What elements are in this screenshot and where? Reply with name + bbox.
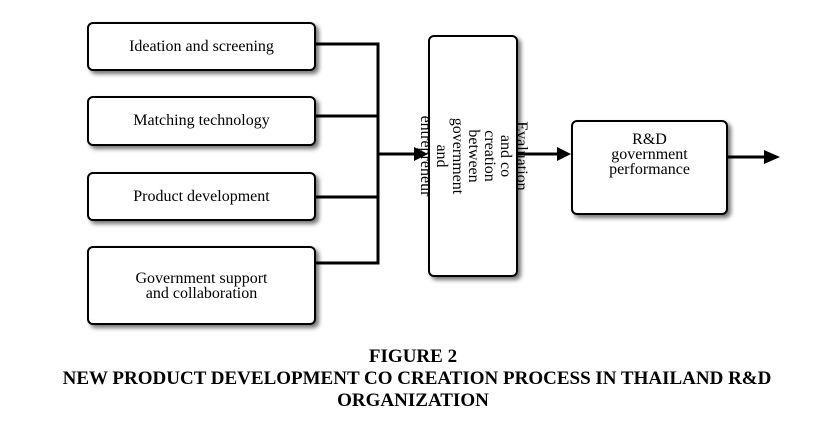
figure-caption: FIGURE 2 NEW PRODUCT DEVELOPMENT CO CREA…	[0, 346, 826, 412]
matching-technology-label: Matching technology	[133, 112, 270, 129]
evaluation-box: Evaluation and co creation between gover…	[417, 35, 530, 277]
rd-performance-line-3: performance	[609, 161, 690, 178]
rd-performance-box: R&D government performance	[571, 120, 728, 215]
arrowhead-rd	[557, 147, 571, 161]
flow-diagram: Ideation and screening Matching technolo…	[87, 22, 780, 325]
ideation-box: Ideation and screening	[87, 22, 316, 71]
arrowhead-output	[764, 150, 780, 164]
figure-title-line-1: NEW PRODUCT DEVELOPMENT CO CREATION PROC…	[62, 368, 772, 389]
government-support-label: Government support and collaboration	[112, 269, 292, 302]
matching-technology-box: Matching technology	[87, 96, 316, 146]
government-support-box: Government support and collaboration	[87, 246, 316, 325]
government-support-line-2: and collaboration	[145, 284, 258, 302]
rd-performance-line-1: R&D	[632, 131, 667, 148]
evaluation-line-2: between government and	[433, 117, 482, 195]
figure-number: FIGURE 2	[368, 346, 458, 367]
rd-performance-label: R&D government performance	[595, 131, 705, 178]
product-development-label: Product development	[133, 187, 270, 205]
arrowhead-evaluation	[414, 147, 428, 161]
evaluation-label: Evaluation and co creation between gover…	[417, 113, 530, 199]
evaluation-line-1: Evaluation and co creation	[481, 121, 530, 191]
government-support-line-1: Government support	[135, 269, 268, 287]
connector-layer	[316, 42, 780, 265]
ideation-label: Ideation and screening	[129, 37, 274, 55]
figure-title-line-2: ORGANIZATION	[337, 390, 489, 411]
rd-performance-line-2: government	[611, 146, 688, 163]
product-development-box: Product development	[87, 172, 316, 221]
evaluation-line-3: entrepreneur	[417, 115, 434, 197]
